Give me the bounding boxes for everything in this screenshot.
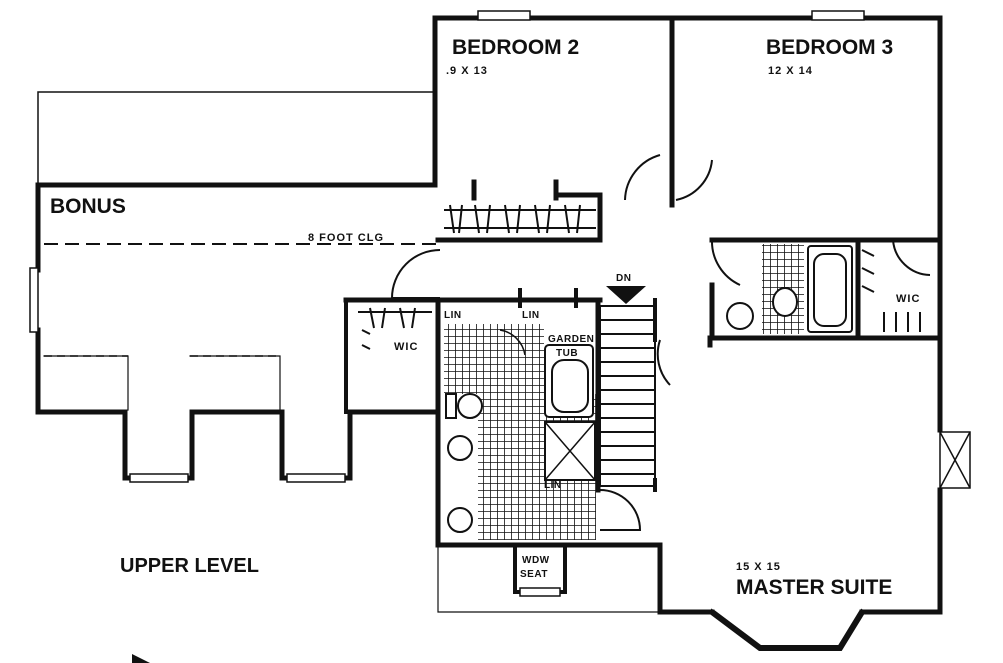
windows [29, 10, 971, 651]
master-label: MASTER SUITE [736, 576, 892, 599]
garden-tub-label-2: TUB [556, 348, 578, 359]
bedroom3-dims: 12 X 14 [768, 65, 813, 77]
staircase [599, 305, 656, 487]
upper-level-title: UPPER LEVEL [120, 555, 259, 577]
lin-lower-label: LIN [544, 480, 562, 491]
bonus-attic-outline [37, 91, 436, 411]
tiled-floors [444, 244, 804, 540]
dn-label: DN [616, 273, 631, 284]
bedroom2-label: BEDROOM 2 [452, 36, 579, 59]
garden-tub-label-1: GARDEN [548, 334, 594, 345]
bonus-ceiling-label: 8 FOOT CLG [308, 232, 384, 244]
wic-left-label: WIC [394, 341, 418, 353]
lin-left-label: LIN [444, 310, 462, 321]
walls [35, 15, 943, 651]
door-swings [390, 154, 931, 531]
wdw-seat-label-1: WDW [522, 555, 550, 566]
master-dims: 15 X 15 [736, 561, 781, 573]
wic-right-label: WIC [896, 293, 920, 305]
bonus-label: BONUS [50, 195, 126, 218]
wdw-seat-label-2: SEAT [520, 569, 548, 580]
fixtures [445, 245, 853, 533]
bedroom2-dims: .9 X 13 [446, 65, 488, 77]
north-arrow-icon [132, 654, 150, 663]
lin-right-label: LIN [522, 310, 540, 321]
bedroom3-label: BEDROOM 3 [766, 36, 893, 59]
closet-hatching [358, 204, 921, 350]
dn-arrow-icon [606, 286, 646, 304]
